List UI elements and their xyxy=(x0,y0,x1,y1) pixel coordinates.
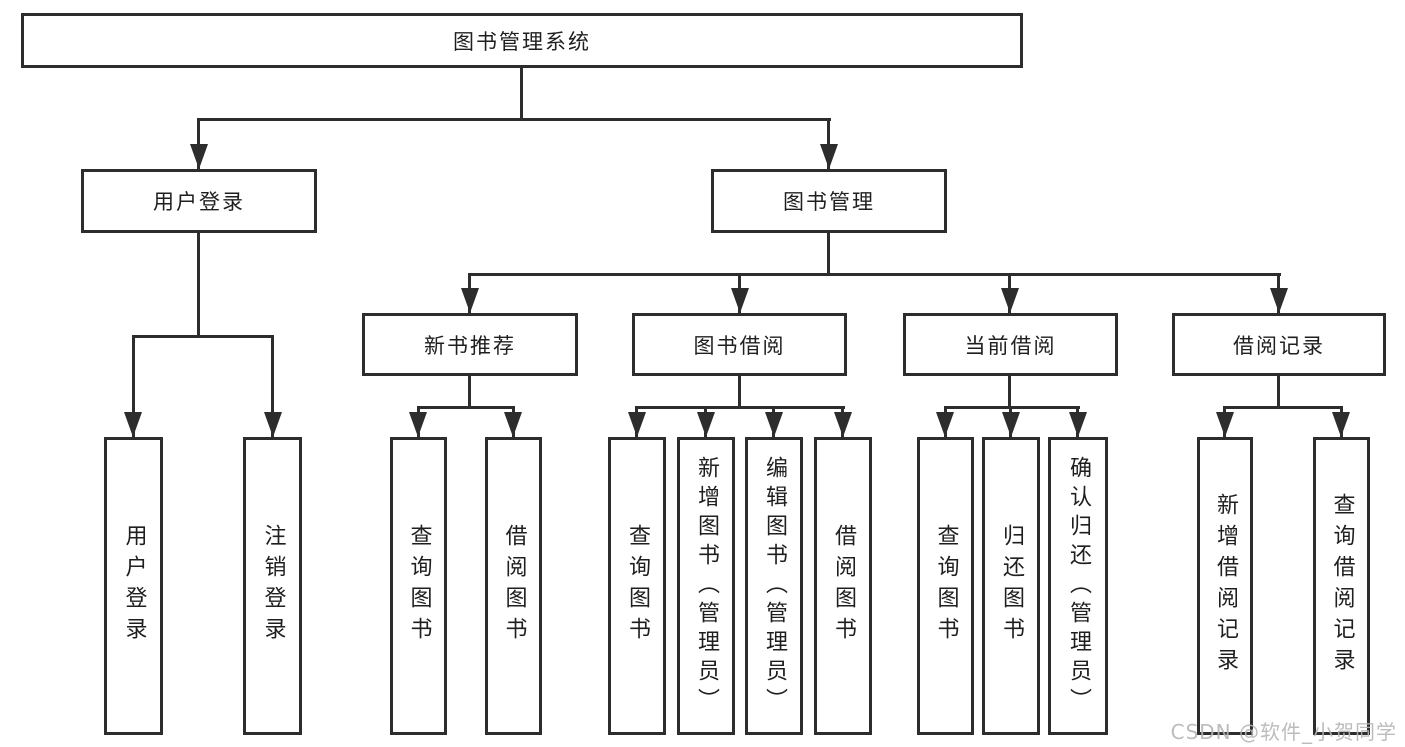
arrow-down-icon xyxy=(1270,288,1288,313)
csdn-watermark: CSDN @软件_小贺同学 xyxy=(1170,720,1397,744)
leaf-newbook-borrow-books: 借阅图书 xyxy=(485,437,542,735)
connector-line xyxy=(417,406,515,409)
arrow-down-icon xyxy=(409,412,427,437)
arrow-down-icon xyxy=(1069,412,1087,437)
leaf-borrow-add-books-admin: 新增图书（管理员） xyxy=(677,437,735,735)
connector-line xyxy=(132,335,135,437)
arrow-down-icon xyxy=(1002,412,1020,437)
leaf-current-query-books: 查询图书 xyxy=(917,437,974,735)
connector-line xyxy=(1008,376,1011,409)
connector-line xyxy=(468,273,1281,276)
connector-line xyxy=(197,118,831,121)
arrow-down-icon xyxy=(731,288,749,313)
leaf-borrow-edit-books-admin: 编辑图书（管理员） xyxy=(745,437,803,735)
arrow-down-icon xyxy=(834,412,852,437)
arrow-down-icon xyxy=(1001,288,1019,313)
node-new-book-recommend: 新书推荐 xyxy=(362,313,578,376)
leaf-logout: 注销登录 xyxy=(243,437,302,735)
arrow-down-icon xyxy=(1332,412,1350,437)
leaf-current-confirm-return-admin: 确认归还（管理员） xyxy=(1048,437,1108,735)
connector-line xyxy=(827,233,830,276)
connector-line xyxy=(944,406,1080,409)
connector-line xyxy=(1277,376,1280,409)
leaf-records-add-record: 新增借阅记录 xyxy=(1197,437,1253,735)
arrow-down-icon xyxy=(1216,412,1234,437)
arrow-down-icon xyxy=(124,412,142,437)
connector-line xyxy=(738,376,741,409)
leaf-newbook-query-books: 查询图书 xyxy=(390,437,447,735)
arrow-down-icon xyxy=(264,412,282,437)
arrow-down-icon xyxy=(936,412,954,437)
leaf-records-query-record: 查询借阅记录 xyxy=(1313,437,1370,735)
node-borrow-records: 借阅记录 xyxy=(1172,313,1386,376)
connector-line xyxy=(520,68,523,118)
node-book-borrow: 图书借阅 xyxy=(632,313,847,376)
connector-line xyxy=(197,233,200,338)
arrow-down-icon xyxy=(820,144,838,169)
node-library-system: 图书管理系统 xyxy=(21,13,1023,68)
arrow-down-icon xyxy=(697,412,715,437)
connector-line xyxy=(271,335,274,437)
node-current-borrow: 当前借阅 xyxy=(903,313,1118,376)
connector-line xyxy=(635,406,845,409)
connector-line xyxy=(468,376,471,409)
leaf-borrow-query-books: 查询图书 xyxy=(608,437,666,735)
arrow-down-icon xyxy=(504,412,522,437)
arrow-down-icon xyxy=(461,288,479,313)
connector-line xyxy=(1223,406,1343,409)
arrow-down-icon xyxy=(765,412,783,437)
node-user-login: 用户登录 xyxy=(81,169,317,233)
leaf-borrow-borrow-books: 借阅图书 xyxy=(814,437,872,735)
leaf-current-return-books: 归还图书 xyxy=(982,437,1040,735)
node-book-management: 图书管理 xyxy=(711,169,947,233)
connector-line xyxy=(197,118,200,169)
arrow-down-icon xyxy=(190,144,208,169)
arrow-down-icon xyxy=(628,412,646,437)
connector-line xyxy=(132,335,274,338)
leaf-user-login: 用户登录 xyxy=(104,437,163,735)
connector-line xyxy=(827,118,830,169)
